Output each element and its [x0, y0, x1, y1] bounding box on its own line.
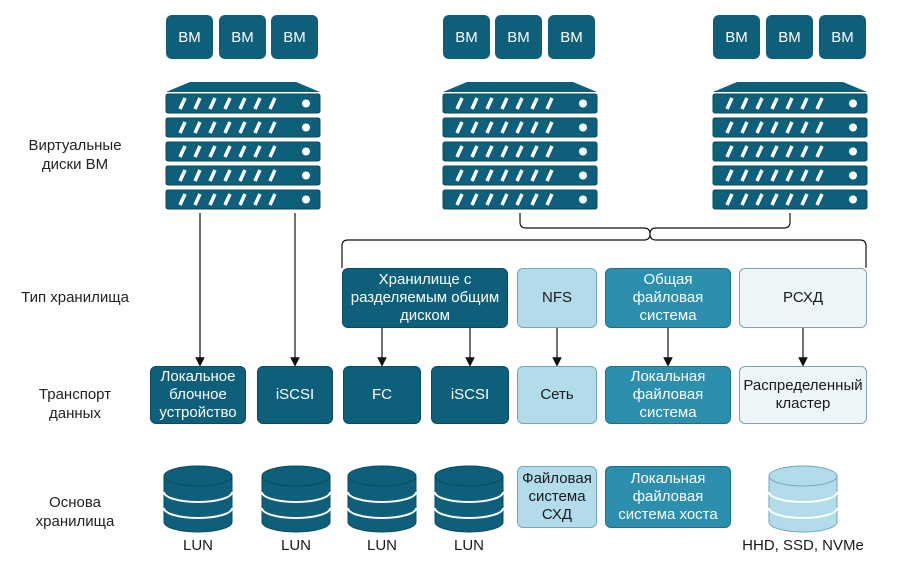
transport-iscsi-1: iSCSI — [257, 366, 333, 424]
foundation-lun-3: LUN — [366, 537, 397, 554]
vm-block-9: ВМ — [819, 15, 866, 59]
server-icon-3 — [713, 82, 867, 209]
transport-network: Сеть — [517, 366, 597, 424]
vm-block-6: ВМ — [548, 15, 595, 59]
storage-type-shared-fs: Общая файловая система — [605, 268, 731, 328]
vm-block-1: ВМ — [166, 15, 213, 59]
vm-block-8: ВМ — [766, 15, 813, 59]
transport-iscsi-2: iSCSI — [431, 366, 509, 424]
server-icon-2 — [443, 82, 597, 209]
vm-block-3: ВМ — [271, 15, 318, 59]
vm-block-2: ВМ — [219, 15, 266, 59]
storage-type-rskhd: РСХД — [739, 268, 867, 328]
database-icon-2 — [261, 465, 331, 533]
row-label-virtual-disks: Виртуальные диски ВМ — [28, 137, 122, 173]
transport-fc: FC — [343, 366, 421, 424]
vm-block-4: ВМ — [443, 15, 490, 59]
foundation-lun-2: LUN — [280, 537, 311, 554]
foundation-lun-1: LUN — [182, 537, 213, 554]
transport-distributed-cluster: Распределенный кластер — [739, 366, 867, 424]
database-icon-1 — [163, 465, 233, 533]
vm-block-7: ВМ — [713, 15, 760, 59]
server-icon-1 — [166, 82, 320, 209]
database-icon-4 — [434, 465, 504, 533]
storage-type-shared-disk: Хранилище с разделяемым общим диском — [342, 268, 508, 328]
foundation-nas-fs: Файловая система СХД — [517, 466, 597, 528]
foundation-lun-4: LUN — [453, 537, 484, 554]
foundation-host-fs: Локальная файловая система хоста — [605, 466, 731, 528]
transport-local-fs: Локальная файловая система — [605, 366, 731, 424]
vm-block-5: ВМ — [495, 15, 542, 59]
row-label-transport: Транспорт данных — [38, 386, 112, 422]
storage-type-nfs: NFS — [517, 268, 597, 328]
row-label-storage-type: Тип хранилища — [21, 289, 129, 306]
row-label-foundation: Основа хранилища — [35, 494, 115, 530]
database-icon-5 — [768, 465, 838, 533]
brace-servers — [519, 213, 791, 235]
transport-local-block: Локальное блочное устройство — [150, 366, 246, 424]
brace-storage-types — [341, 233, 867, 268]
database-icon-3 — [347, 465, 417, 533]
foundation-disks: HHD, SSD, NVMe — [742, 537, 864, 554]
